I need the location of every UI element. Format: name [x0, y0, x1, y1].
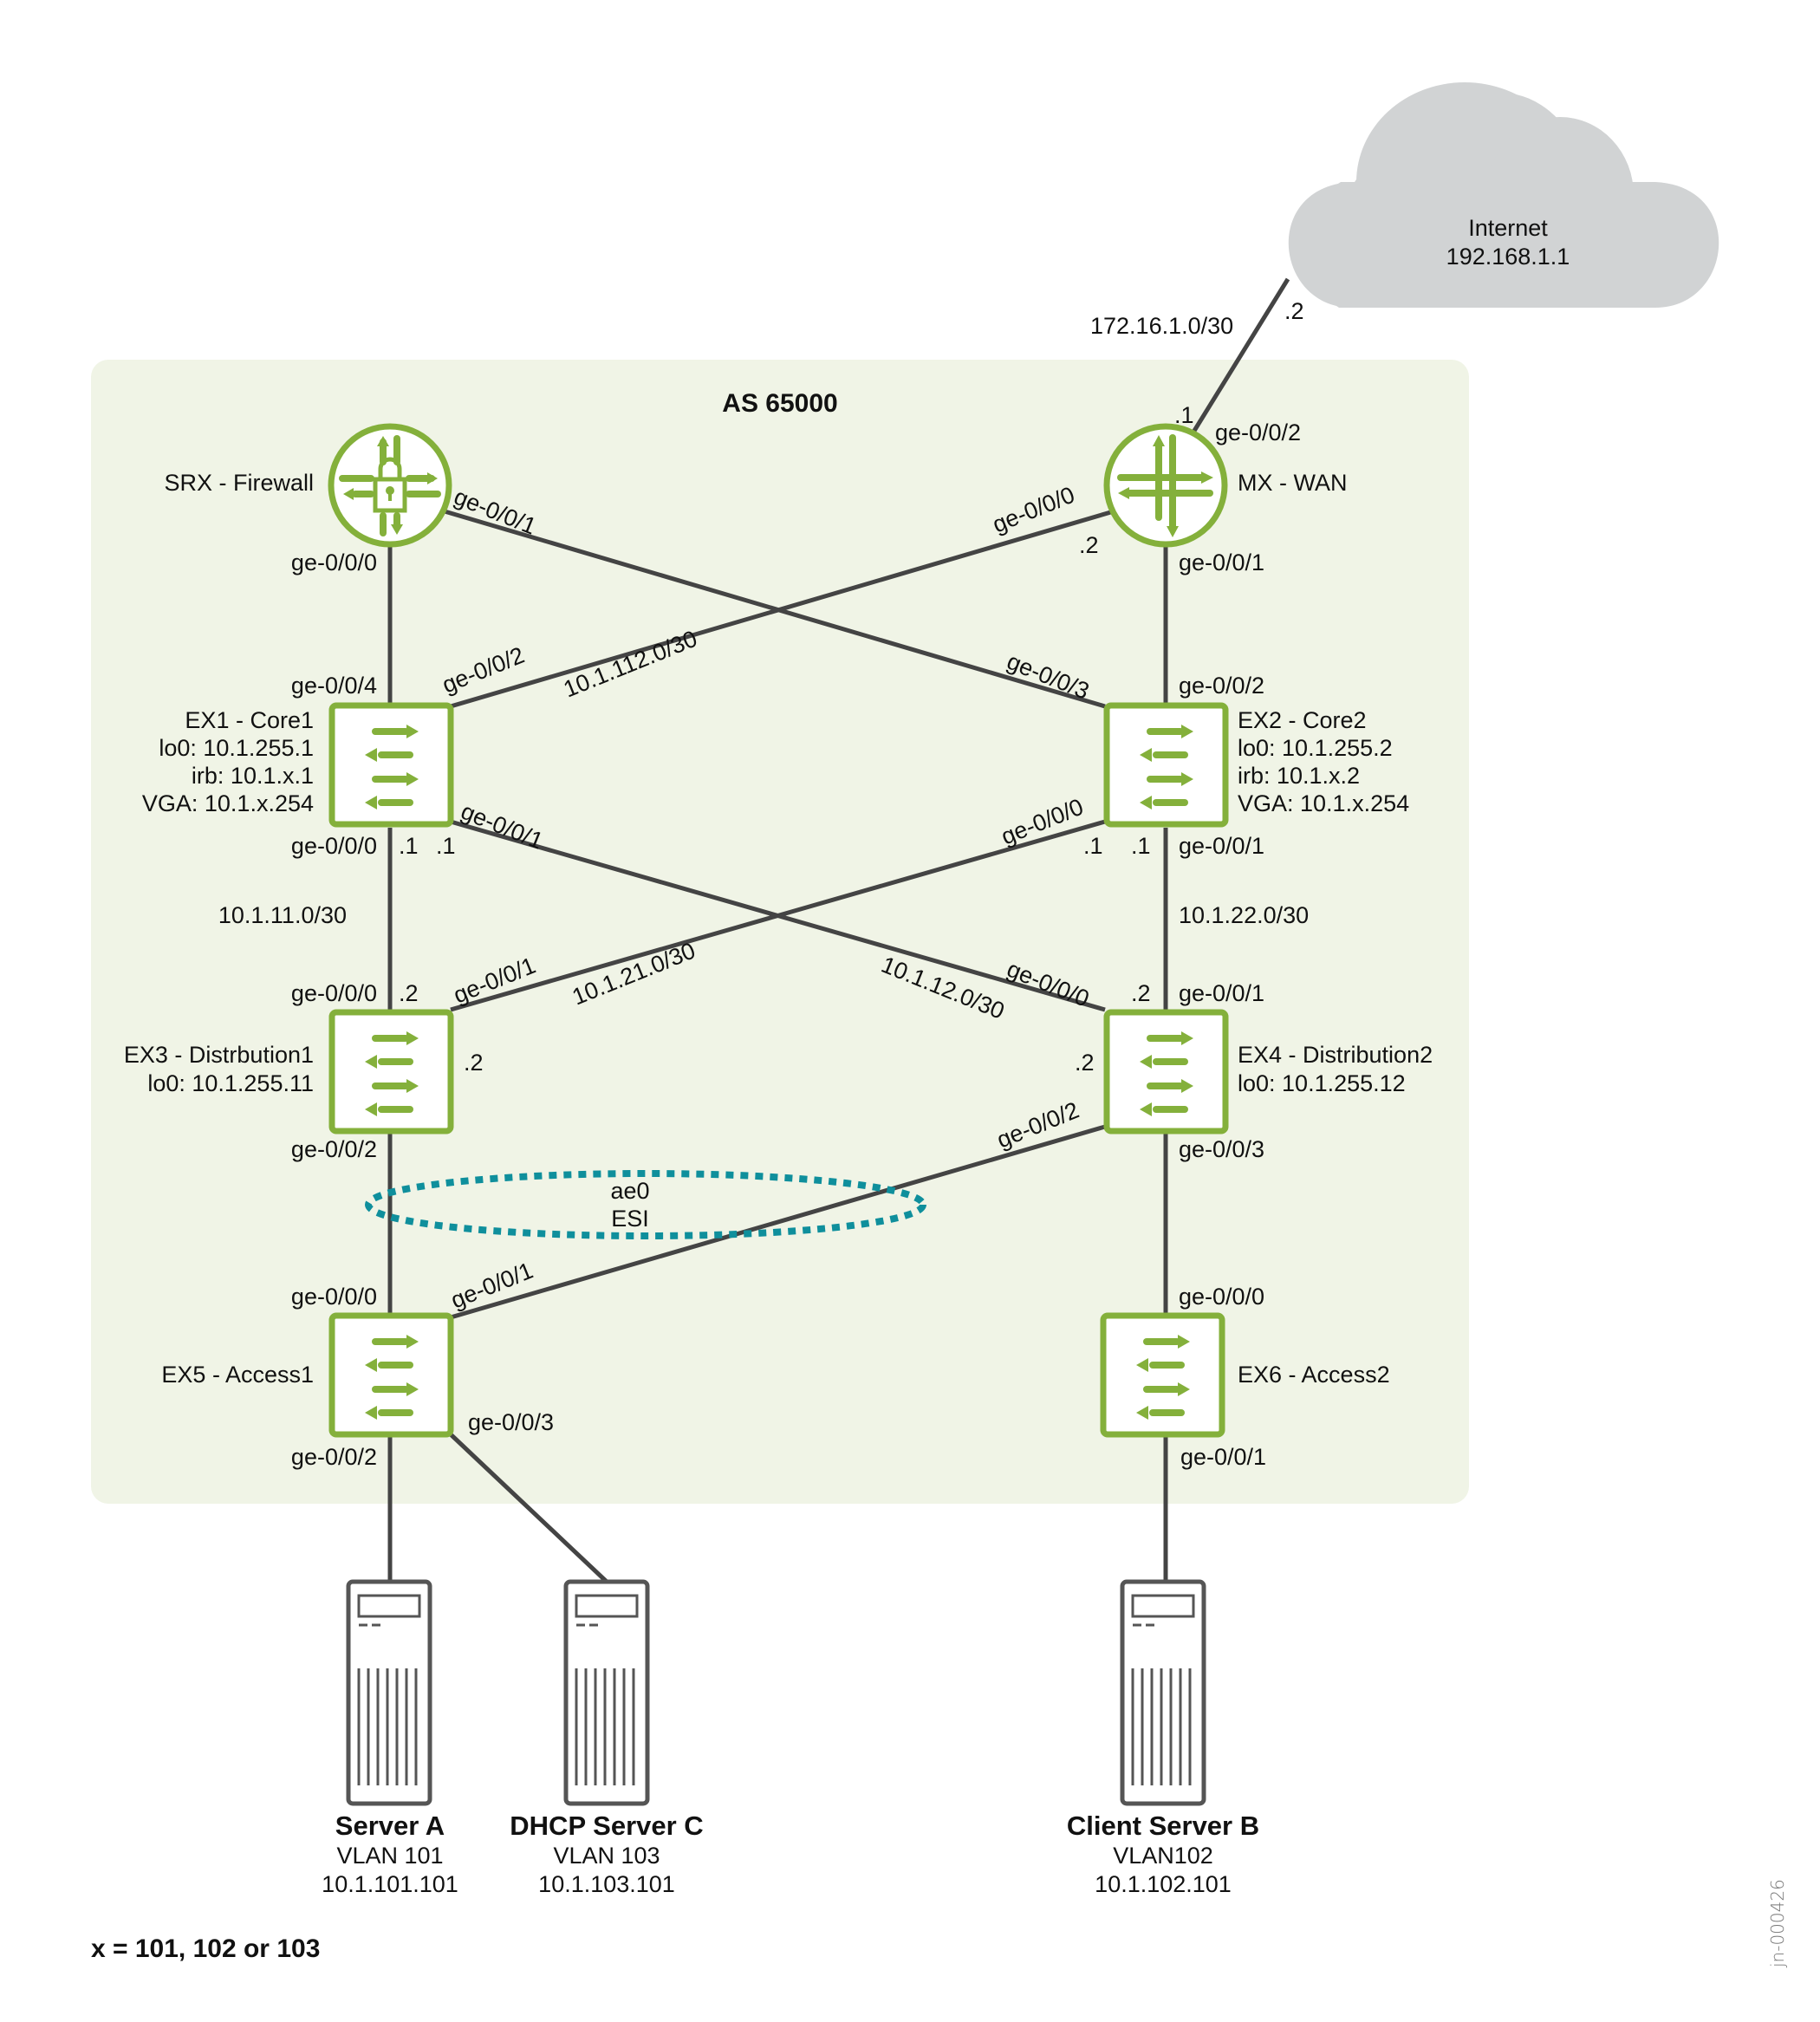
ex3-ip-cross-up: .2 [464, 1050, 484, 1076]
ex5-port-up: ge-0/0/0 [291, 1284, 377, 1310]
ex3-port-up: ge-0/0/0 [291, 980, 377, 1006]
ex1-port-down: ge-0/0/0 [291, 833, 377, 859]
ex1-name: EX1 - Core1 [185, 707, 314, 733]
ex3-name: EX3 - Distrbution1 [124, 1042, 314, 1068]
server-c-name: DHCP Server C [510, 1811, 703, 1841]
ex1-vga: VGA: 10.1.x.254 [142, 790, 314, 816]
ex3-lo0: lo0: 10.1.255.11 [147, 1070, 314, 1096]
ex1-irb: irb: 10.1.x.1 [192, 763, 314, 789]
ex4-port-down: ge-0/0/3 [1179, 1136, 1264, 1162]
server-a-ip: 10.1.101.101 [322, 1871, 458, 1897]
link-ex4-ex5 [450, 1124, 1106, 1320]
as-region [91, 360, 1469, 1504]
internet-side-ip: .2 [1284, 298, 1304, 324]
ex5-name: EX5 - Access1 [161, 1362, 314, 1388]
server-icon[interactable] [346, 1579, 432, 1806]
footnote: x = 101, 102 or 103 [91, 1934, 320, 1963]
ex2-ip-cross-down: .1 [1083, 833, 1103, 859]
switch-icon[interactable] [1100, 1312, 1225, 1438]
router-icon[interactable] [1103, 423, 1228, 548]
ex2-ip-down: .1 [1131, 833, 1151, 859]
ex4-ip-cross-up: .2 [1075, 1050, 1095, 1076]
cloud-icon [1288, 82, 1719, 309]
ex1-port-up: ge-0/0/4 [291, 673, 377, 699]
ex4-name: EX4 - Distribution2 [1238, 1042, 1433, 1068]
server-icon[interactable] [563, 1579, 650, 1806]
server-b-name: Client Server B [1067, 1811, 1259, 1841]
ex6-port-up: ge-0/0/0 [1179, 1284, 1264, 1310]
srx-name: SRX - Firewall [164, 470, 314, 496]
firewall-icon[interactable] [328, 423, 452, 548]
internet-ip: 192.168.1.1 [1446, 244, 1570, 270]
links [387, 277, 1290, 1583]
ex3-port-down: ge-0/0/2 [291, 1136, 377, 1162]
ex5-port-down: ge-0/0/2 [291, 1444, 377, 1470]
server-a-vlan: VLAN 101 [336, 1843, 443, 1869]
subnet-core1-dist1: 10.1.11.0/30 [218, 902, 347, 928]
server-a-name: Server A [335, 1811, 445, 1841]
switch-icon[interactable] [328, 1312, 454, 1438]
server-b-vlan: VLAN102 [1113, 1843, 1213, 1869]
link-mx-internet [1192, 277, 1290, 432]
srx-port-down: ge-0/0/0 [291, 549, 377, 575]
esi-ellipse [365, 1170, 926, 1239]
server-c-ip: 10.1.103.101 [538, 1871, 675, 1897]
ex2-name: EX2 - Core2 [1238, 707, 1367, 733]
ex4-port-up: ge-0/0/1 [1179, 980, 1264, 1006]
subnet-core2-dist2: 10.1.22.0/30 [1179, 902, 1309, 928]
mx-port-down: ge-0/0/1 [1179, 549, 1264, 575]
ex2-port-down: ge-0/0/1 [1179, 833, 1264, 859]
switch-icon[interactable] [328, 702, 454, 828]
server-b-ip: 10.1.102.101 [1095, 1871, 1232, 1897]
ex3-ip-up: .2 [399, 980, 419, 1006]
ex4-lo0: lo0: 10.1.255.12 [1238, 1070, 1406, 1096]
as-title: AS 65000 [722, 389, 837, 418]
ex4-ip-up: .2 [1131, 980, 1151, 1006]
esi-label-ae0: ae0 [610, 1178, 649, 1204]
mx-cross-ip: .2 [1079, 532, 1099, 558]
mx-wan-ip: .1 [1174, 402, 1194, 428]
link-ex5-server-c [449, 1433, 608, 1583]
switch-icon[interactable] [1103, 1009, 1229, 1135]
ex6-name: EX6 - Access2 [1238, 1362, 1390, 1388]
ex6-port-down: ge-0/0/1 [1180, 1444, 1266, 1470]
server-icon[interactable] [1120, 1579, 1206, 1806]
switch-icon[interactable] [1103, 702, 1229, 828]
link-ex2-ex3 [450, 819, 1106, 1012]
mx-name: MX - WAN [1238, 470, 1347, 496]
link-mx-ex1 [450, 509, 1115, 709]
ex2-port-up: ge-0/0/2 [1179, 673, 1264, 699]
switch-icon[interactable] [328, 1009, 454, 1135]
mx-wan-port: ge-0/0/2 [1215, 419, 1301, 445]
doc-id: jn-000426 [1767, 1879, 1788, 1968]
ex1-ip-down: .1 [399, 833, 419, 859]
ex5-port-server-c: ge-0/0/3 [468, 1409, 554, 1435]
wan-subnet: 172.16.1.0/30 [1090, 313, 1233, 339]
ex1-lo0: lo0: 10.1.255.1 [159, 735, 314, 761]
ex2-vga: VGA: 10.1.x.254 [1238, 790, 1409, 816]
ex1-ip-cross-down: .1 [436, 833, 456, 859]
internet-name: Internet [1468, 215, 1548, 241]
ex2-irb: irb: 10.1.x.2 [1238, 763, 1360, 789]
esi-label-esi: ESI [611, 1206, 649, 1232]
server-c-vlan: VLAN 103 [553, 1843, 660, 1869]
ex2-lo0: lo0: 10.1.255.2 [1238, 735, 1393, 761]
